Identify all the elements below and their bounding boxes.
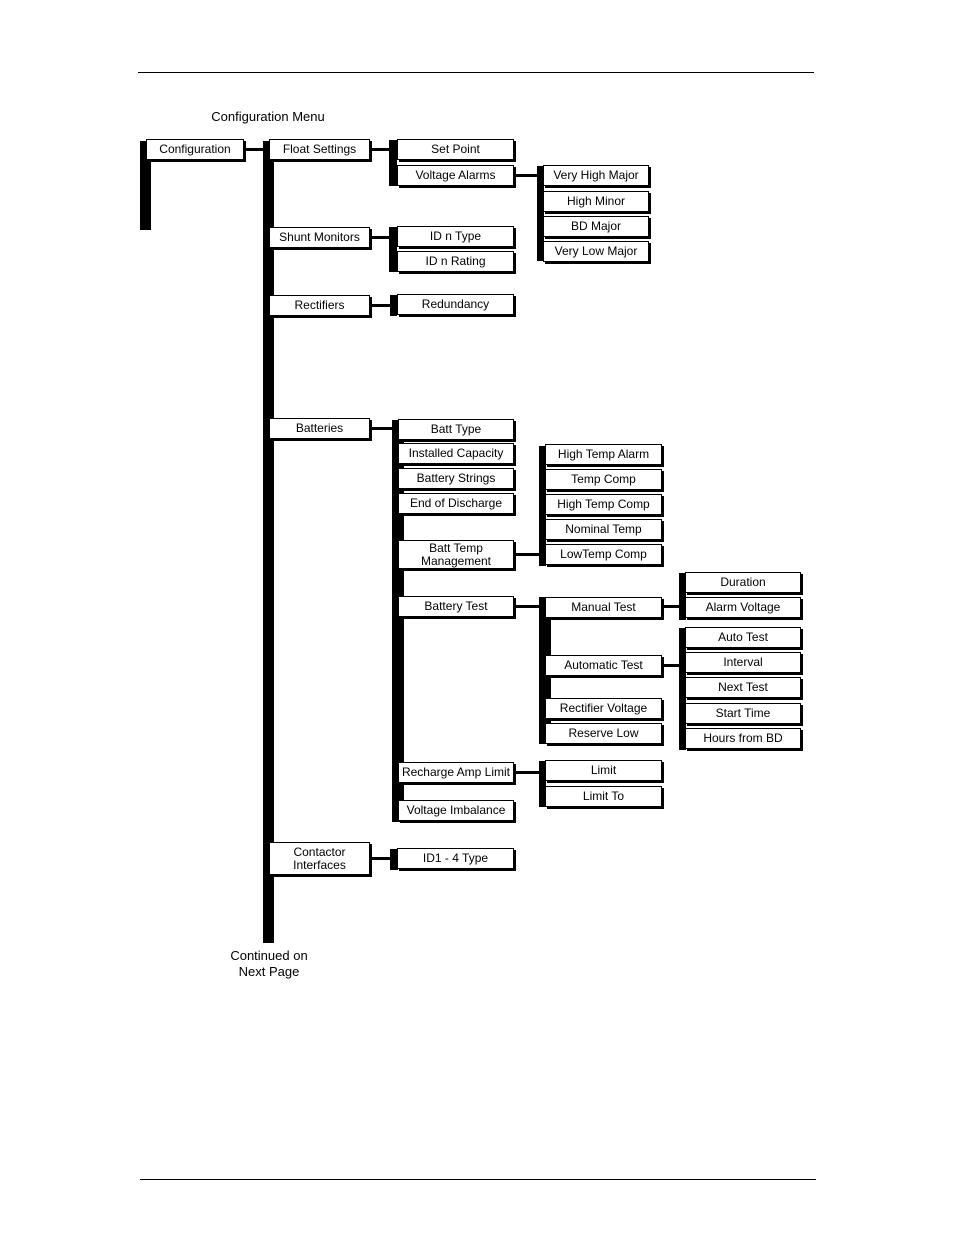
set-point-node: Set Point [397, 139, 514, 160]
footer-rule [140, 1179, 816, 1180]
limit-to-node: Limit To [545, 786, 662, 807]
temp-comp-node: Temp Comp [545, 469, 662, 490]
batt-type-node: Batt Type [398, 419, 514, 440]
connector-manual-test [662, 605, 680, 608]
id-n-type-node: ID n Type [397, 226, 514, 247]
nominal-temp-node: Nominal Temp [545, 519, 662, 540]
contactor-bar [390, 849, 398, 870]
limit-node: Limit [545, 760, 662, 781]
id-n-rating-node: ID n Rating [397, 251, 514, 272]
very-low-major-node: Very Low Major [543, 241, 649, 262]
end-of-discharge-node: End of Discharge [398, 493, 514, 514]
configuration-bar [140, 141, 151, 230]
connector-battery-test [515, 605, 540, 608]
connector-float-settings [370, 148, 390, 151]
manual-test-node: Manual Test [545, 597, 662, 618]
battery-test-node: Battery Test [398, 596, 514, 617]
connector-configuration [244, 148, 264, 151]
auto-test-node: Auto Test [685, 627, 801, 648]
very-high-major-node: Very High Major [543, 165, 649, 186]
rectifiers-node: Rectifiers [269, 295, 370, 316]
battery-strings-node: Battery Strings [398, 468, 514, 489]
diagram-title: Configuration Menu [211, 109, 325, 124]
rectifiers-bar [390, 295, 397, 316]
automatic-test-node: Automatic Test [545, 655, 662, 676]
manual-test-bar [679, 573, 686, 620]
automatic-test-bar [679, 628, 686, 750]
batt-temp-management-node: Batt Temp Management [398, 540, 514, 569]
main-bar [263, 141, 274, 943]
interval-node: Interval [685, 652, 801, 673]
connector-voltage-alarms [514, 174, 538, 177]
bd-major-node: BD Major [543, 216, 649, 237]
connector-batteries [370, 427, 393, 430]
hours-from-bd-node: Hours from BD [685, 728, 801, 749]
connector-contactor [370, 857, 391, 860]
recharge-limit-bar [539, 761, 546, 807]
continued-label: Continued on Next Page [230, 948, 308, 979]
batteries-bar [392, 420, 404, 822]
connector-batt-temp [515, 553, 540, 556]
high-temp-alarm-node: High Temp Alarm [545, 444, 662, 465]
connector-shunt-monitors [370, 236, 390, 239]
high-minor-node: High Minor [543, 191, 649, 212]
alarm-voltage-node: Alarm Voltage [685, 597, 801, 618]
installed-capacity-node: Installed Capacity [398, 443, 514, 464]
configuration-node: Configuration [146, 139, 244, 160]
batt-temp-bar [539, 446, 546, 566]
voltage-alarms-bar [537, 166, 544, 261]
reserve-low-node: Reserve Low [545, 723, 662, 744]
contactor-interfaces-node: Contactor Interfaces [269, 842, 370, 875]
start-time-node: Start Time [685, 703, 801, 724]
next-test-node: Next Test [685, 677, 801, 698]
voltage-imbalance-node: Voltage Imbalance [398, 800, 514, 821]
connector-recharge-limit [515, 771, 540, 774]
float-settings-bar [389, 140, 397, 186]
lowtemp-comp-node: LowTemp Comp [545, 544, 662, 565]
shunt-monitors-node: Shunt Monitors [269, 227, 370, 248]
voltage-alarms-node: Voltage Alarms [397, 165, 514, 186]
redundancy-node: Redundancy [397, 294, 514, 315]
rectifier-voltage-node: Rectifier Voltage [545, 698, 662, 719]
duration-node: Duration [685, 572, 801, 593]
recharge-amp-limit-node: Recharge Amp Limit [398, 762, 514, 783]
batteries-node: Batteries [269, 418, 370, 439]
shunt-monitors-bar [389, 227, 397, 272]
connector-rectifiers [370, 304, 391, 307]
float-settings-node: Float Settings [269, 139, 370, 160]
id1-4-type-node: ID1 - 4 Type [397, 848, 514, 869]
header-rule [138, 72, 814, 73]
high-temp-comp-node: High Temp Comp [545, 494, 662, 515]
connector-automatic-test [662, 664, 680, 667]
